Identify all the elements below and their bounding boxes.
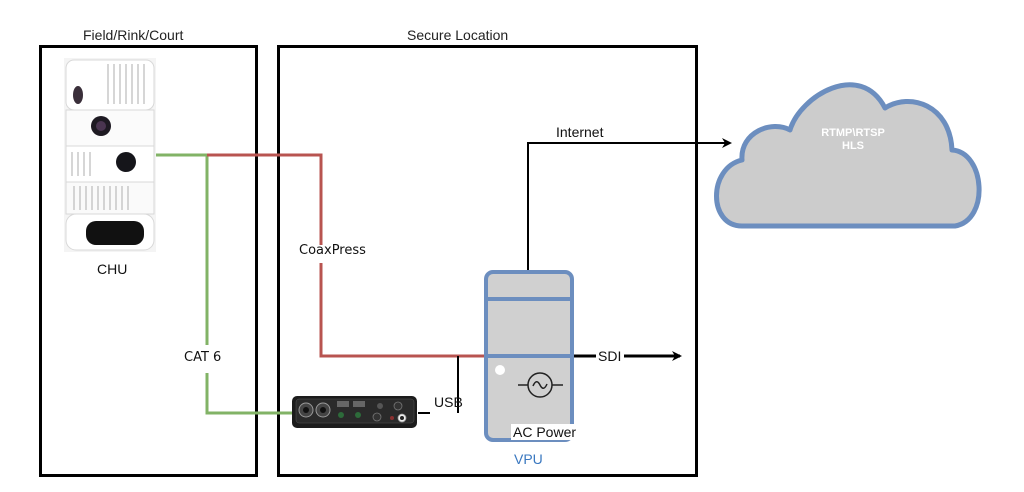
secure-zone-title: Secure Location bbox=[407, 27, 509, 43]
coaxpress-label: CoaxPress bbox=[299, 243, 366, 258]
ac-power-icon bbox=[518, 372, 563, 398]
ac-power-label: AC Power bbox=[511, 424, 579, 440]
camera-chu-icon[interactable] bbox=[64, 58, 156, 252]
field-zone-title: Field/Rink/Court bbox=[83, 27, 184, 43]
usb-label: USB bbox=[434, 394, 463, 410]
vpu-server-icon[interactable] bbox=[484, 270, 574, 442]
cloud-protocol-line2: HLS bbox=[842, 140, 864, 152]
internet-link[interactable] bbox=[523, 138, 732, 278]
field-zone bbox=[39, 45, 258, 477]
cloud-protocol-line1: RTMP\RTSP bbox=[821, 127, 885, 139]
cat6-cable[interactable] bbox=[155, 153, 209, 345]
cat6-label: CAT 6 bbox=[184, 350, 222, 365]
cloud-text: RTMP\RTSP HLS bbox=[808, 127, 898, 153]
coaxpress-cable[interactable] bbox=[207, 153, 323, 245]
cloud-icon bbox=[714, 82, 982, 229]
internet-label: Internet bbox=[556, 124, 604, 140]
vpu-label: VPU bbox=[514, 451, 543, 467]
sdi-label: SDI bbox=[598, 348, 622, 364]
camera-label: CHU bbox=[97, 261, 128, 277]
coaxpress-cable-lower[interactable] bbox=[319, 263, 486, 358]
audio-interface-icon[interactable] bbox=[292, 396, 417, 428]
cat6-cable-lower[interactable] bbox=[205, 373, 292, 415]
